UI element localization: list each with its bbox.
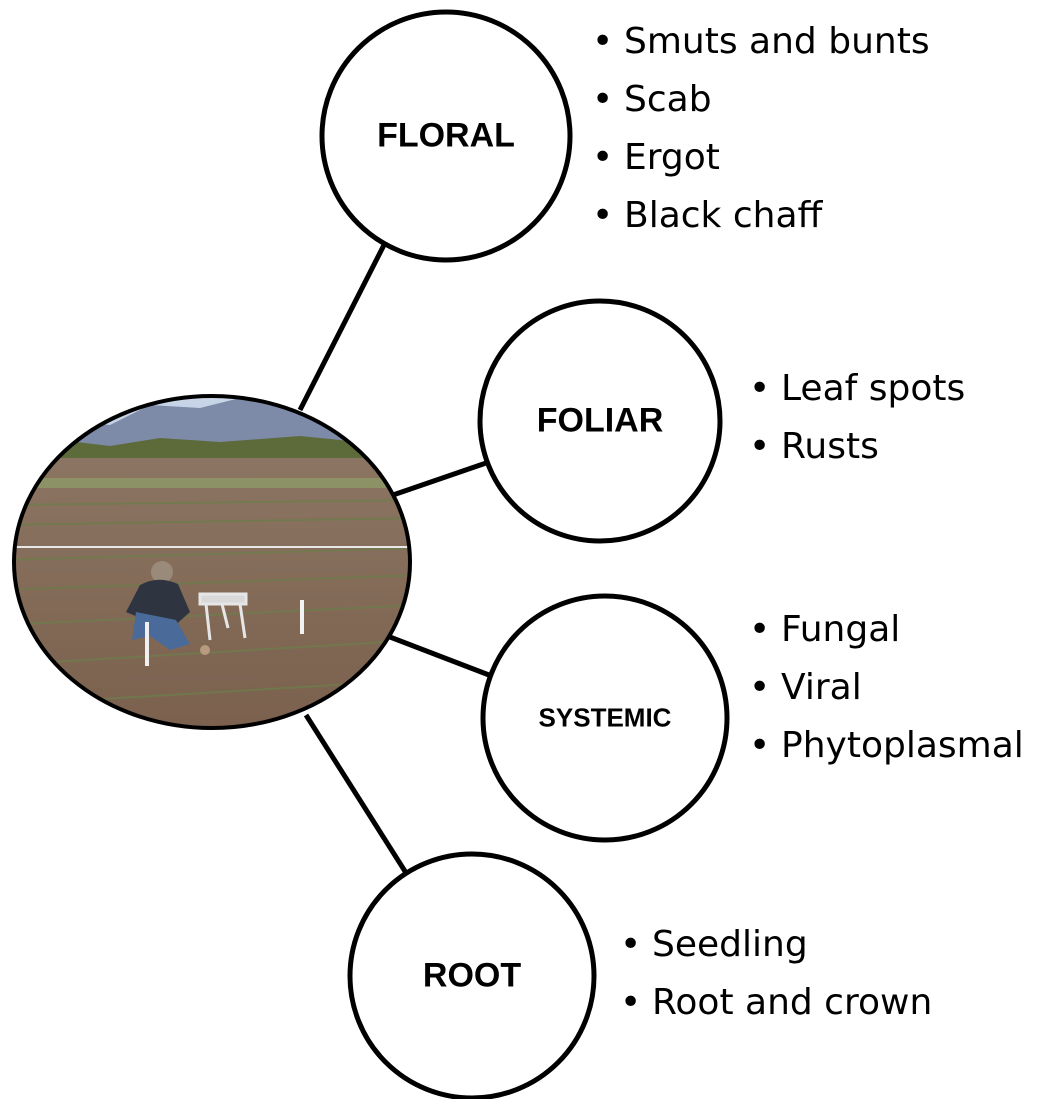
bullet-icon: • — [592, 129, 624, 187]
foliar-label: FOLIAR — [537, 402, 664, 441]
systemic-list: •Fungal •Viral •Phytoplasmal — [749, 601, 1024, 775]
connector-systemic — [390, 637, 489, 675]
bullet-icon: • — [592, 187, 624, 245]
bullet-icon: • — [592, 71, 624, 129]
foliar-list: •Leaf spots •Rusts — [749, 360, 965, 476]
list-item: •Root and crown — [620, 974, 932, 1032]
list-item: •Smuts and bunts — [592, 13, 930, 71]
connector-foliar — [393, 462, 489, 495]
list-item: •Ergot — [592, 129, 930, 187]
bullet-icon: • — [620, 974, 652, 1032]
list-item: •Leaf spots — [749, 360, 965, 418]
bullet-icon: • — [749, 418, 781, 476]
floral-label: FLORAL — [377, 117, 515, 156]
root-label: ROOT — [423, 957, 521, 996]
bullet-icon: • — [749, 717, 781, 775]
list-item: •Fungal — [749, 601, 1024, 659]
systemic-label: SYSTEMIC — [539, 703, 672, 734]
floral-list: •Smuts and bunts •Scab •Ergot •Black cha… — [592, 13, 930, 245]
list-item: •Scab — [592, 71, 930, 129]
connector-floral — [300, 243, 385, 410]
list-item: •Rusts — [749, 418, 965, 476]
root-list: •Seedling •Root and crown — [620, 916, 932, 1032]
bullet-icon: • — [620, 916, 652, 974]
connector-root — [306, 715, 408, 876]
list-item: •Seedling — [620, 916, 932, 974]
bullet-icon: • — [749, 360, 781, 418]
list-item: •Viral — [749, 659, 1024, 717]
list-item: •Black chaff — [592, 187, 930, 245]
bullet-icon: • — [592, 13, 624, 71]
bullet-icon: • — [749, 659, 781, 717]
field-photo — [0, 390, 420, 738]
bullet-icon: • — [749, 601, 781, 659]
list-item: •Phytoplasmal — [749, 717, 1024, 775]
